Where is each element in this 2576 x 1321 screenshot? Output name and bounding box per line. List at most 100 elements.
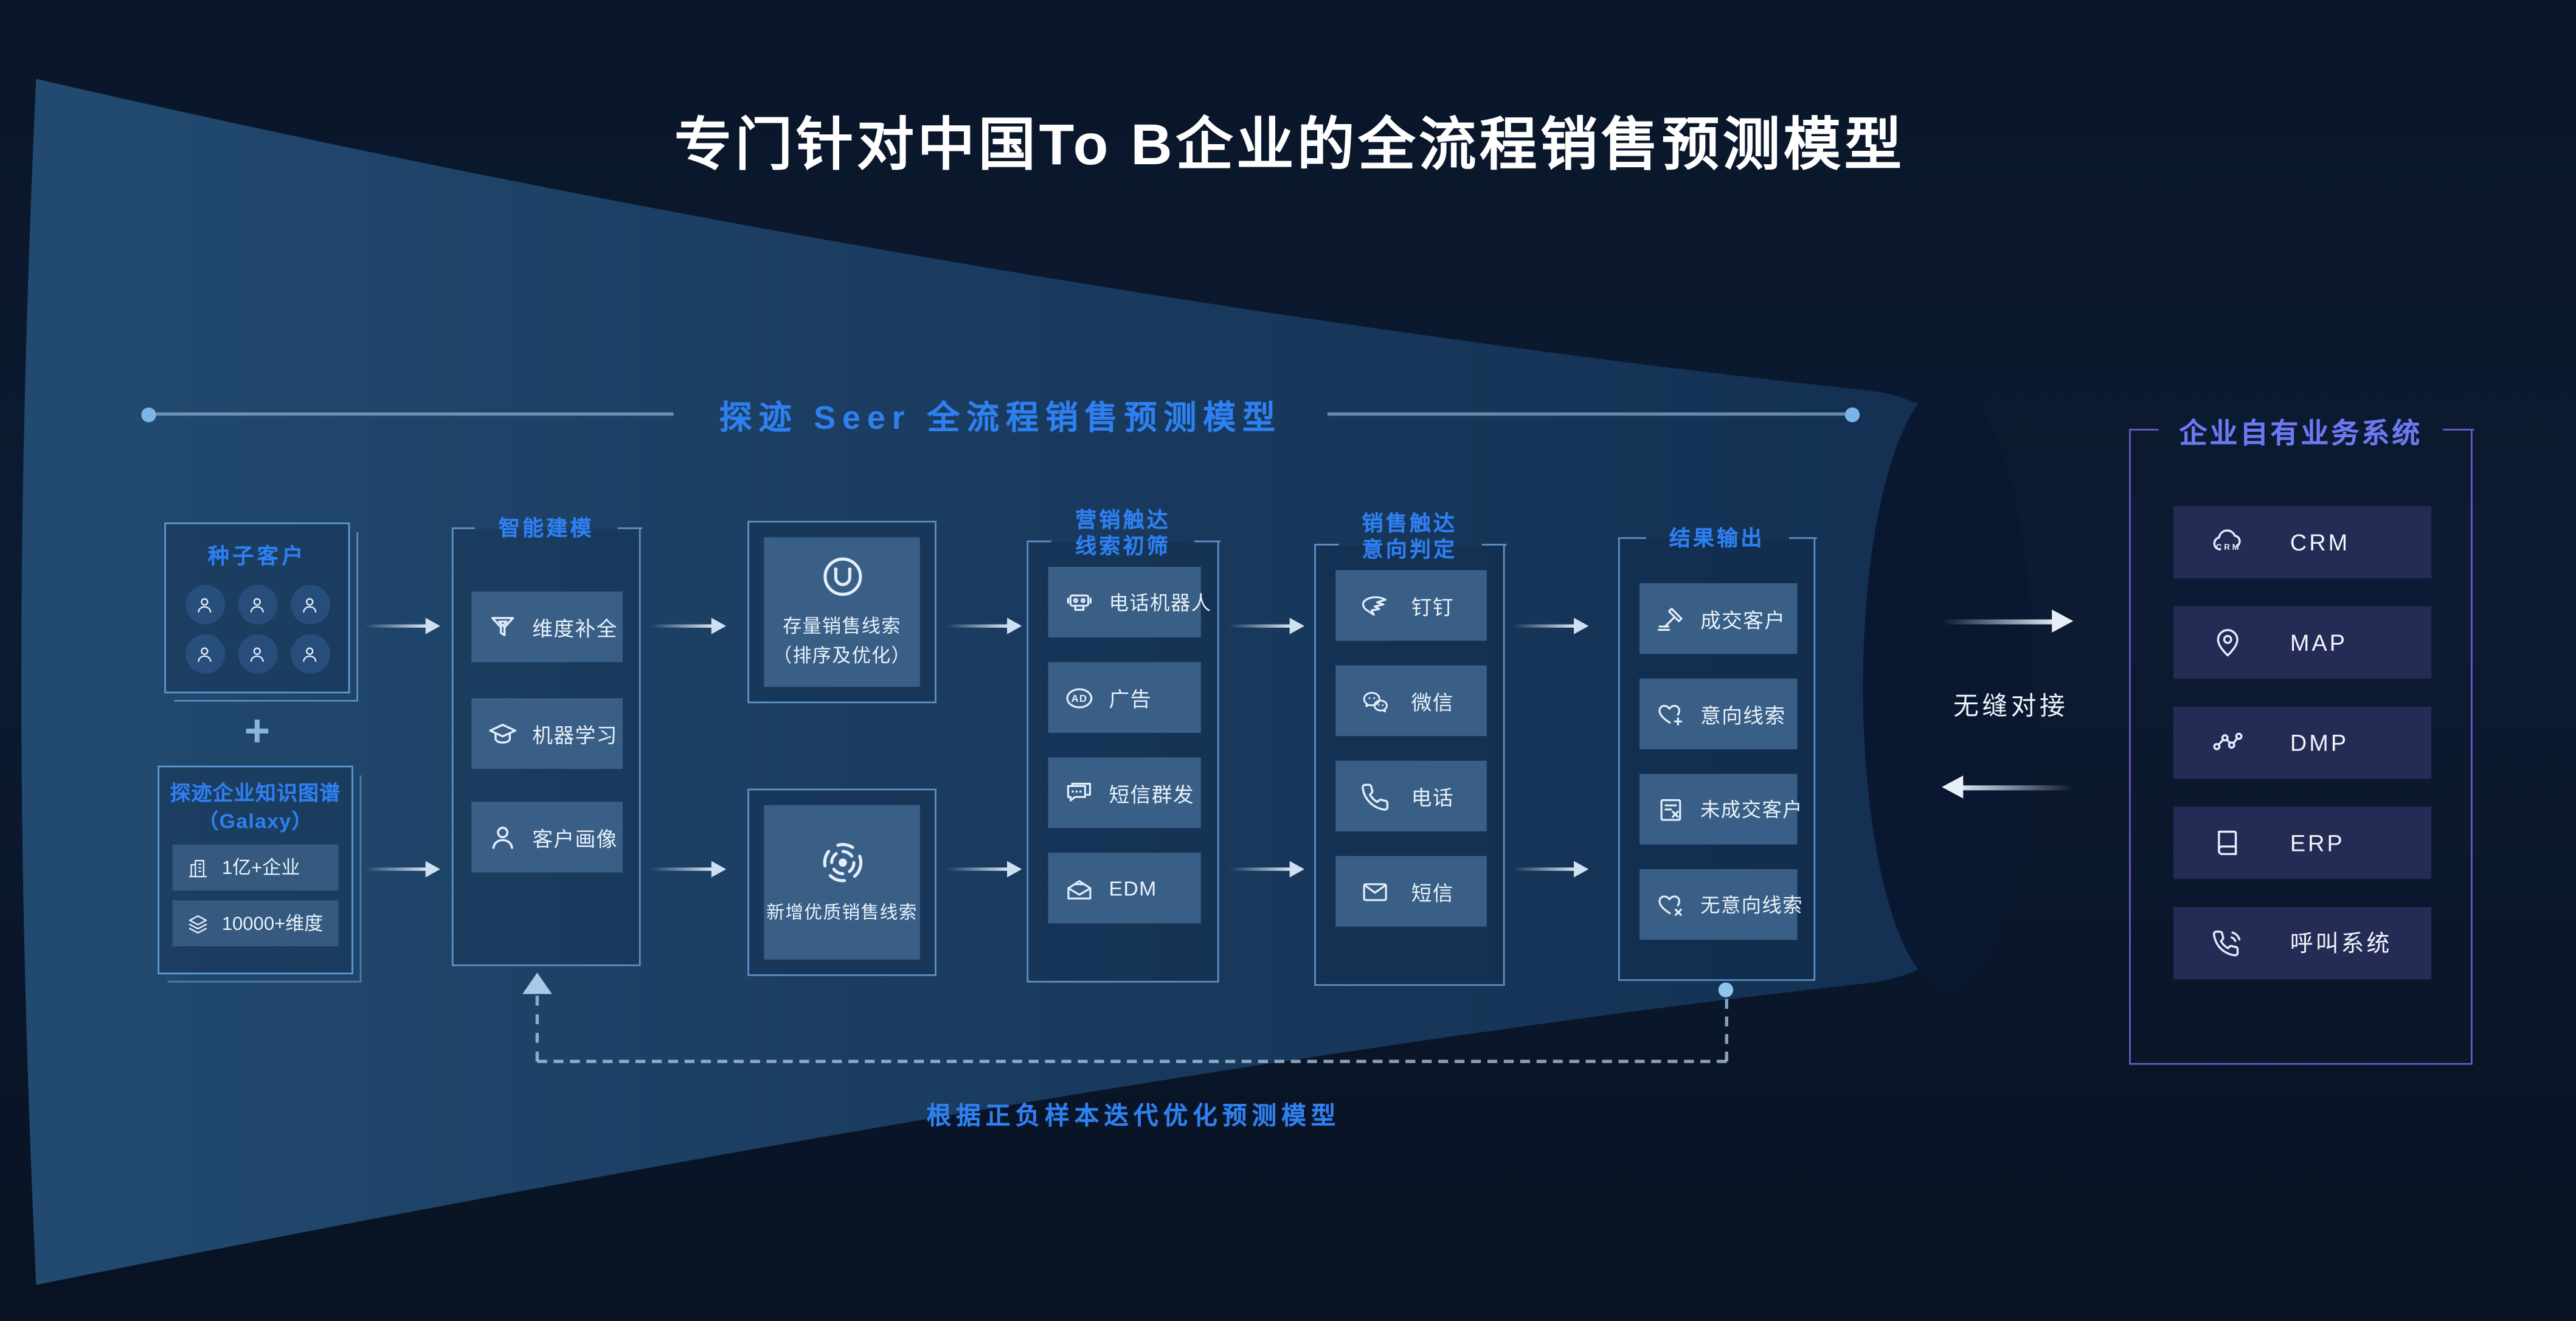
- user-icon: [492, 825, 513, 848]
- gavel-icon: [1658, 606, 1683, 630]
- system-label: DMP: [2290, 729, 2349, 756]
- galaxy-title-line1: 探迹企业知识图谱: [170, 782, 341, 805]
- new-leads-label: 新增优质销售线索: [766, 903, 918, 923]
- item-label: 意向线索: [1700, 704, 1786, 728]
- feedback-up-arrow-icon: [522, 973, 552, 994]
- galaxy-row-label: 10000+维度: [221, 915, 324, 935]
- system-label: CRM: [2290, 529, 2350, 556]
- seed-customers-title: 种子客户: [207, 544, 306, 569]
- system-item-dmp: DMP: [2173, 706, 2432, 779]
- ad-icon: [1066, 687, 1093, 708]
- system-label: 呼叫系统: [2290, 930, 2392, 957]
- seed-customers-box: 种子客户: [164, 522, 358, 702]
- item-label: 维度补全: [532, 617, 618, 641]
- item-customer-profile: 客户画像: [471, 802, 623, 873]
- map-pin-icon: [2217, 629, 2238, 657]
- existing-leads-line1: 存量销售线索: [783, 618, 901, 638]
- sales-title: 销售触达 意向判定: [1362, 511, 1458, 563]
- edm-envelope-icon: [1067, 879, 1092, 899]
- modeling-column: 智能建模 维度补全 机器学习 客户画像: [451, 516, 642, 966]
- sms-bulk-icon: [1067, 782, 1092, 801]
- sales-column: 销售触达 意向判定 钉钉 微信 电话 短信: [1313, 511, 1506, 986]
- marketing-title-line2: 线索初筛: [1075, 533, 1171, 559]
- system-item-map: MAP: [2173, 606, 2432, 679]
- galaxy-title-line2: （Galaxy）: [198, 809, 313, 833]
- item-label: 无意向线索: [1700, 893, 1803, 917]
- plus-sign: +: [244, 706, 271, 756]
- item-sms: 短信: [1335, 856, 1487, 927]
- header-line-right: [1328, 412, 1845, 415]
- item-label: 钉钉: [1411, 596, 1454, 620]
- feedback-start-dot: [1718, 982, 1734, 997]
- flow-header: 探迹 Seer 全流程销售预测模型: [141, 400, 1860, 436]
- network-nodes-icon: [2213, 732, 2243, 751]
- feedback-dashed-line: [535, 996, 539, 1062]
- feedback-label: 根据正负样本迭代优化预测模型: [926, 1102, 1341, 1131]
- building-icon: [189, 859, 207, 877]
- item-label: 成交客户: [1700, 609, 1786, 633]
- new-leads-box: 新增优质销售线索: [747, 788, 937, 976]
- magnet-circle-icon: [817, 552, 867, 602]
- user-icon: [289, 634, 330, 674]
- galaxy-knowledge-graph-box: 探迹企业知识图谱 （Galaxy） 1亿+企业 10000+维度: [158, 765, 362, 983]
- item-label: 电话: [1411, 787, 1454, 810]
- robot-icon: [1067, 594, 1092, 610]
- dingtalk-icon: [1362, 595, 1387, 615]
- item-closed-customers: 成交客户: [1639, 583, 1798, 654]
- new-leads-inner: 新增优质销售线索: [764, 805, 920, 960]
- galaxy-title: 探迹企业知识图谱 （Galaxy）: [159, 780, 351, 834]
- system-label: MAP: [2290, 629, 2348, 656]
- item-label: 短信: [1411, 882, 1454, 906]
- graduation-cap-icon: [489, 723, 517, 743]
- user-icon: [184, 584, 224, 625]
- header-line-left: [156, 412, 673, 415]
- book-icon: [2218, 830, 2237, 855]
- document-x-icon: [1660, 798, 1681, 820]
- user-icon: [237, 584, 277, 625]
- page-title: 专门针对中国To B企业的全流程销售预测模型: [674, 113, 1905, 178]
- item-intent-leads: 意向线索: [1639, 678, 1798, 749]
- item-edm: EDM: [1048, 853, 1201, 924]
- item-phone-robot: 电话机器人: [1048, 567, 1211, 638]
- item-label: 机器学习: [532, 724, 618, 748]
- item-phone: 电话: [1335, 760, 1487, 831]
- item-dingtalk: 钉钉: [1335, 570, 1487, 641]
- item-label: 未成交客户: [1700, 798, 1803, 822]
- user-icon: [237, 634, 277, 674]
- own-system-title: 企业自有业务系统: [2179, 418, 2423, 449]
- output-column: 结果输出 成交客户 意向线索 未成交客户 无意向线索: [1617, 525, 1816, 981]
- heart-x-icon: [1658, 894, 1682, 915]
- item-advertising: 广告: [1048, 662, 1201, 733]
- wechat-icon: [1363, 691, 1388, 712]
- output-title: 结果输出: [1669, 525, 1765, 551]
- user-icon: [289, 584, 330, 625]
- marketing-column: 营销触达 线索初筛 电话机器人 广告 短信群发 EDM: [1026, 507, 1220, 983]
- item-unclosed-customers: 未成交客户: [1639, 774, 1802, 845]
- item-label: 广告: [1109, 688, 1152, 712]
- mail-icon: [1363, 882, 1387, 901]
- galaxy-row-dimensions: 10000+维度: [172, 900, 339, 947]
- item-label: 电话机器人: [1109, 591, 1212, 615]
- target-dashed-icon: [817, 837, 867, 887]
- item-label: 客户画像: [532, 828, 618, 851]
- existing-leads-line2: （排序及优化）: [773, 647, 911, 667]
- sales-title-line1: 销售触达: [1362, 510, 1458, 536]
- line-dot-left: [141, 406, 156, 421]
- user-icon: [184, 634, 224, 674]
- galaxy-row-companies: 1亿+企业: [172, 844, 339, 891]
- phone-call-icon: [2212, 931, 2241, 957]
- item-label: EDM: [1109, 876, 1157, 900]
- sales-title-line2: 意向判定: [1362, 537, 1458, 562]
- item-dimension-completion: 维度补全: [471, 591, 623, 662]
- item-label: 微信: [1411, 692, 1454, 715]
- line-dot-right: [1844, 406, 1860, 421]
- own-system-panel: 企业自有业务系统 CRM MAP DMP ERP 呼叫系统: [2128, 418, 2474, 1065]
- heart-plus-icon: [1658, 704, 1683, 725]
- flow-header-title: 探迹 Seer 全流程销售预测模型: [719, 400, 1282, 437]
- system-item-erp: ERP: [2173, 806, 2432, 879]
- marketing-title-line1: 营销触达: [1075, 507, 1171, 532]
- marketing-title: 营销触达 线索初筛: [1075, 507, 1171, 560]
- feedback-dashed-line: [1725, 999, 1728, 1062]
- funnel-icon: [491, 616, 514, 636]
